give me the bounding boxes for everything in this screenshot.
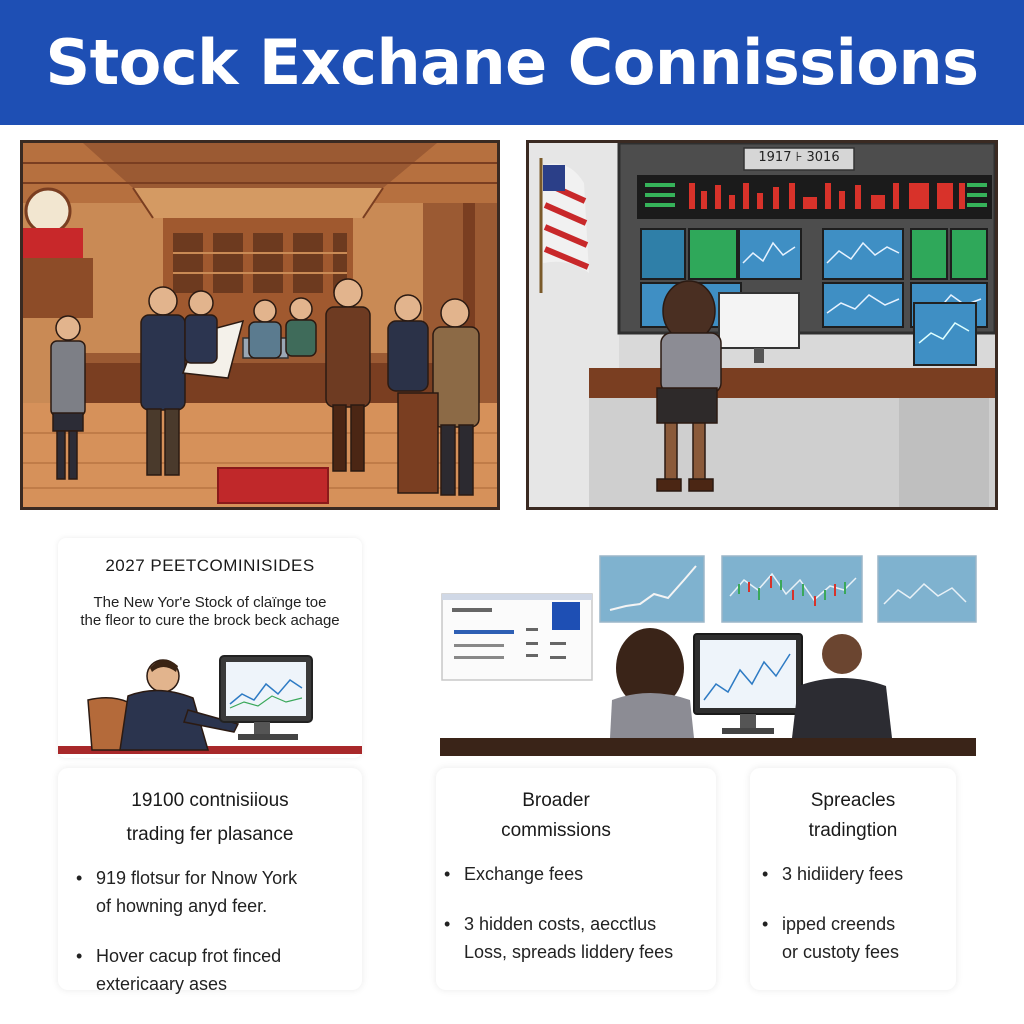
text-card-2-bullets: Exchange fees 3 hidden costs, aecctlusLo… [440, 860, 673, 988]
text-card-2-title-line-2: commissions [501, 820, 611, 841]
ticker-clock-label: 1917 ⊦ 3016 [758, 150, 840, 165]
modern-trading-desk-illustration: 1917 ⊦ 3016 [526, 140, 998, 510]
bullet-item: Exchange fees [440, 860, 673, 888]
bullet-item: 3 hidiidery fees [758, 860, 903, 888]
title-banner: Stock Exchane Connissions [0, 0, 1024, 125]
text-card-3-title-line-2: tradingtion [808, 820, 898, 841]
historic-trading-floor-illustration [20, 140, 500, 510]
text-card-continuous-trading: 19100 contnisiious trading fer plasance … [58, 768, 362, 994]
text-card-broader-commissions: Broader commissions Exchange fees 3 hidd… [436, 768, 716, 990]
info-card-caption-line-2: the fleor to cure the brock beck achage [80, 612, 340, 629]
info-card-title: 2027 PEETCOMINISIDES [105, 556, 315, 575]
text-card-spreads-trading: Spreacles tradingtion 3 hidiidery fees i… [750, 768, 956, 990]
info-card: 2027 PEETCOMINISIDES The New Yor'e Stock… [58, 538, 362, 758]
text-card-1-title-line-1: 19100 contnisiious [131, 790, 289, 811]
text-card-2-title-line-1: Broader [522, 790, 590, 811]
trader-at-computer-illustration [58, 655, 362, 754]
analysts-watching-charts-illustration [440, 550, 980, 760]
page-title: Stock Exchane Connissions [45, 26, 979, 99]
text-card-3-title-line-1: Spreacles [810, 790, 896, 811]
text-card-1-title-line-2: trading fer plasance [126, 824, 294, 845]
info-card-caption-line-1: The New Yor'e Stock of claïnge toe [93, 594, 327, 611]
